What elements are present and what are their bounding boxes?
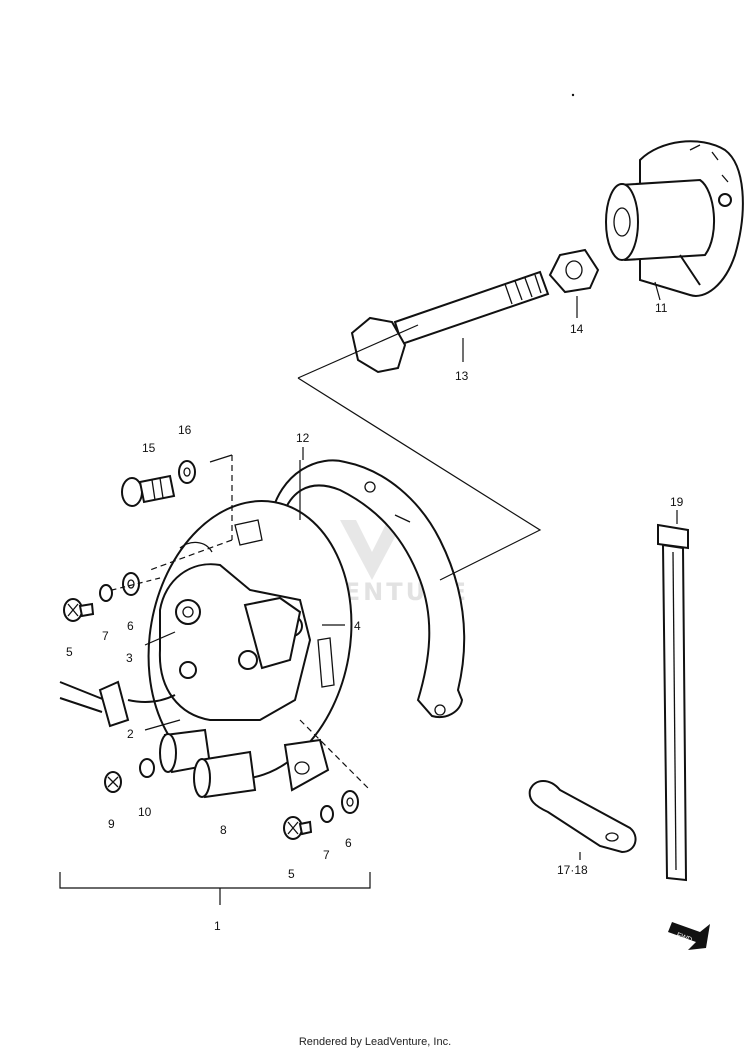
part-19-strap [657,523,689,882]
part-6-washer-right [341,790,359,814]
callout-3: 3 [126,651,133,665]
callout-16: 16 [178,423,192,437]
callout-2: 2 [127,727,134,741]
callout-14: 14 [570,322,584,336]
callout-6-left: 6 [127,619,134,633]
part-2-3-breaker [158,541,312,721]
footer-credit: Rendered by LeadVenture, Inc. [298,1036,452,1048]
callout-7-left: 7 [102,629,109,643]
callout-11: 11 [655,301,668,315]
wire-lead [59,680,176,728]
part-11-housing [605,140,744,297]
callout-17-18: 17·18 [557,863,588,877]
part-7-lockwasher-left [99,584,113,602]
callout-6-right: 6 [345,836,352,850]
callouts: 1 2 3 4 5 5 6 6 7 7 8 9 10 11 12 13 14 1… [66,301,684,933]
callout-13: 13 [455,369,469,383]
callout-8: 8 [220,823,227,837]
callout-10: 10 [138,805,152,819]
part-6-washer-left [122,572,140,596]
part-5-screw-left [63,598,95,622]
part-9-screw [104,771,122,793]
callout-1: 1 [214,919,221,933]
part-12-plate [268,459,466,718]
fwd-arrow-icon: FWD [668,922,710,950]
callout-5-left: 5 [66,645,73,659]
speck [571,93,575,97]
part-8-condenser [159,728,330,799]
callout-5-right: 5 [288,867,295,881]
part-13-bolt [350,270,550,374]
leader-lines [59,281,678,905]
part-17-18-clamp [528,780,637,854]
part-10-washer [139,758,155,778]
callout-7-right: 7 [323,848,330,862]
callout-9: 9 [108,817,115,831]
part-5-screw-right [283,816,313,840]
part-15-screw [121,474,176,507]
part-14-nut [548,248,600,294]
callout-15: 15 [142,441,156,455]
callout-4: 4 [354,619,361,633]
part-16-washer [178,460,196,484]
callout-12: 12 [296,431,310,445]
callout-19: 19 [670,495,684,509]
part-7-lockwasher-right [320,805,334,823]
